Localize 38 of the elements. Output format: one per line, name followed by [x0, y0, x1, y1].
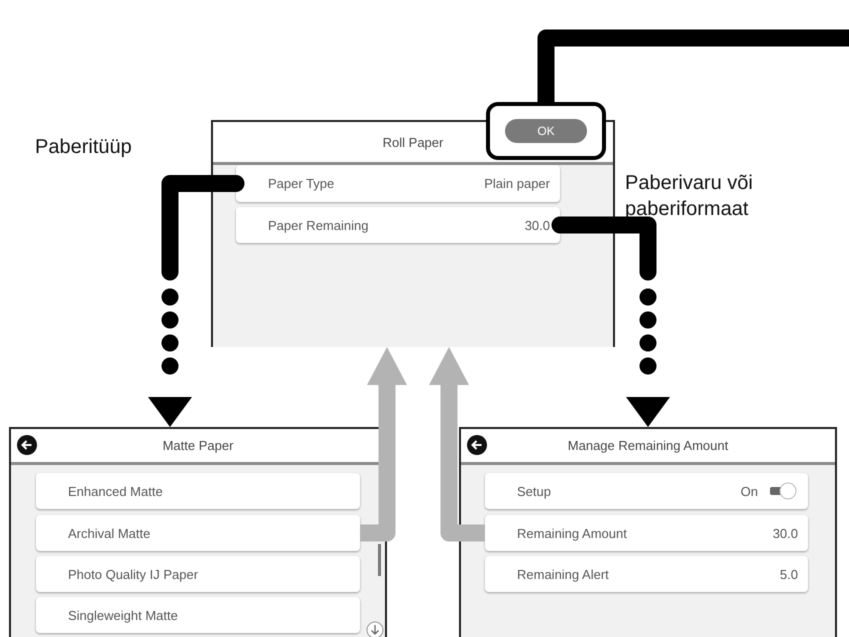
menu-row — [236, 207, 560, 243]
menu-row — [36, 515, 360, 551]
row-label: Paper Remaining — [268, 218, 368, 232]
menu-row — [236, 165, 560, 202]
row-value: On — [740, 484, 758, 498]
menu-row — [485, 556, 808, 592]
menu-row — [36, 473, 360, 509]
screen-panel — [459, 427, 837, 637]
callout-label: Paberivaru või paberiformaat — [625, 171, 754, 222]
return-arrow — [360, 347, 407, 542]
arrow — [552, 216, 670, 427]
callout-label: Paberitüüp — [35, 135, 133, 160]
row-value: 30.0 — [524, 218, 550, 232]
row-label: Paper Type — [268, 176, 334, 191]
menu-row — [36, 597, 360, 633]
menu-row — [36, 556, 360, 592]
row-label: Enhanced Matte — [68, 484, 163, 498]
row-label: Remaining Alert — [517, 566, 609, 582]
row-label: Archival Matte — [68, 526, 150, 540]
row-label: Setup — [517, 484, 551, 498]
screen-title: Manage Remaining Amount — [568, 438, 728, 453]
arrow — [148, 175, 244, 427]
screen-panel — [9, 427, 387, 637]
row-value: Plain paper — [484, 176, 550, 191]
row-label: Photo Quality IJ Paper — [68, 566, 198, 582]
row-label: Remaining Amount — [517, 526, 627, 540]
row-label: Singleweight Matte — [68, 608, 178, 622]
menu-row — [485, 515, 808, 551]
ok-button: OK — [505, 119, 587, 143]
return-arrow — [429, 347, 485, 542]
screen-title: Matte Paper — [162, 438, 234, 453]
leader-line — [538, 30, 849, 102]
screen-title: Roll Paper — [382, 134, 444, 150]
row-value: 5.0 — [780, 566, 798, 582]
highlight-frame — [486, 102, 606, 160]
row-value: 30.0 — [772, 526, 798, 540]
menu-row — [485, 473, 808, 509]
screen-panel — [211, 120, 615, 347]
